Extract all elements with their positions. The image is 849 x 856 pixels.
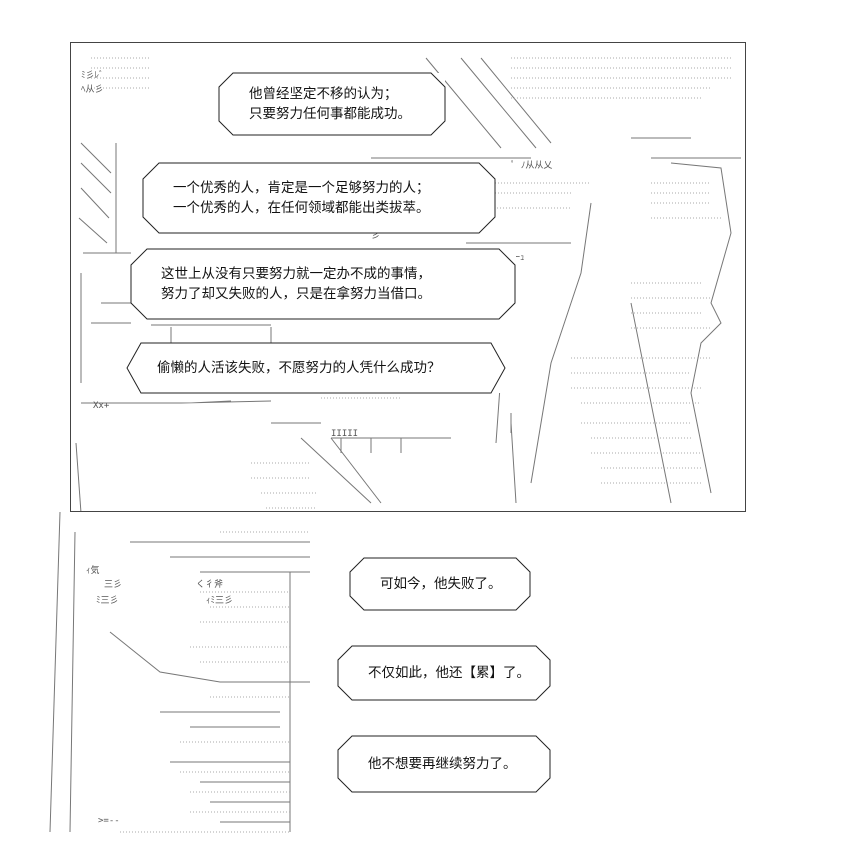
ascii-face-4: く彳斧 — [196, 580, 224, 590]
speech-bubble-4: 偷懒的人活该失败，不愿努力的人凭什么成功？ — [126, 342, 506, 394]
side-bubble-1-line: 可如今，他失败了。 — [380, 576, 502, 592]
ascii-bottom: >=-- — [98, 816, 120, 826]
side-bubble-3: 他不想要再继续努力了。 — [337, 735, 551, 793]
side-bubble-1: 可如今，他失败了。 — [349, 557, 531, 611]
speech-bubble-1: 他曾经坚定不移的认为； 只要努力任何事都能成功。 — [218, 72, 446, 136]
ascii-face-1: ｨ気 — [86, 566, 100, 576]
bubble-2-line-2: 一个优秀的人，在任何领域都能出类拔萃。 — [173, 200, 430, 216]
figure-ascii-art — [49, 512, 310, 833]
ascii-face-2: 三彡 — [104, 580, 123, 590]
ascii-glyph: Xx+ — [93, 401, 110, 411]
bubble-3-line-1: 这世上从没有只要努力就一定办不成的事情， — [161, 266, 431, 282]
bubble-4-line-1: 偷懒的人活该失败，不愿努力的人凭什么成功？ — [157, 360, 441, 376]
side-bubble-3-line: 他不想要再继续努力了。 — [368, 756, 517, 772]
side-bubble-2: 不仅如此，他还【累】了。 — [337, 645, 551, 701]
bubble-2-line-1: 一个优秀的人，肯定是一个足够努力的人； — [173, 180, 430, 196]
ascii-top-left: ﾐ彡ﾚﾞ — [81, 71, 104, 81]
ascii-kanji: IIIII — [331, 429, 359, 439]
side-bubble-2-line: 不仅如此，他还【累】了。 — [368, 665, 530, 681]
ascii-sign: ﾄｰｭ — [511, 253, 525, 263]
ascii-face-3: ﾐ三彡 — [96, 596, 119, 606]
bubble-1-line-2: 只要努力任何事都能成功。 — [249, 106, 411, 122]
ascii-face-5: ｨﾐ三彡 — [206, 596, 234, 606]
speech-bubble-2: 一个优秀的人，肯定是一个足够努力的人； 一个优秀的人，在任何领域都能出类拔萃。 — [142, 162, 496, 234]
bubble-1-line-1: 他曾经坚定不移的认为； — [249, 86, 398, 102]
bubble-3-line-2: 努力了却又失败的人，只是在拿努力当借口。 — [161, 286, 431, 302]
ascii-mark: 彡 — [371, 231, 381, 241]
speech-bubble-3: 这世上从没有只要努力就一定办不成的事情， 努力了却又失败的人，只是在拿努力当借口… — [130, 248, 516, 320]
ascii-top-left-2: ﾍ从彡 — [81, 85, 104, 95]
top-panel: ﾐ彡ﾚﾞ ﾍ从彡 ﾄｰｭ ﾟ ﾉ从从乂 彡 Xx+ IIIII 他曾经坚定不移的… — [70, 42, 746, 512]
ascii-hair: ﾟ ﾉ从从乂 — [511, 161, 553, 171]
